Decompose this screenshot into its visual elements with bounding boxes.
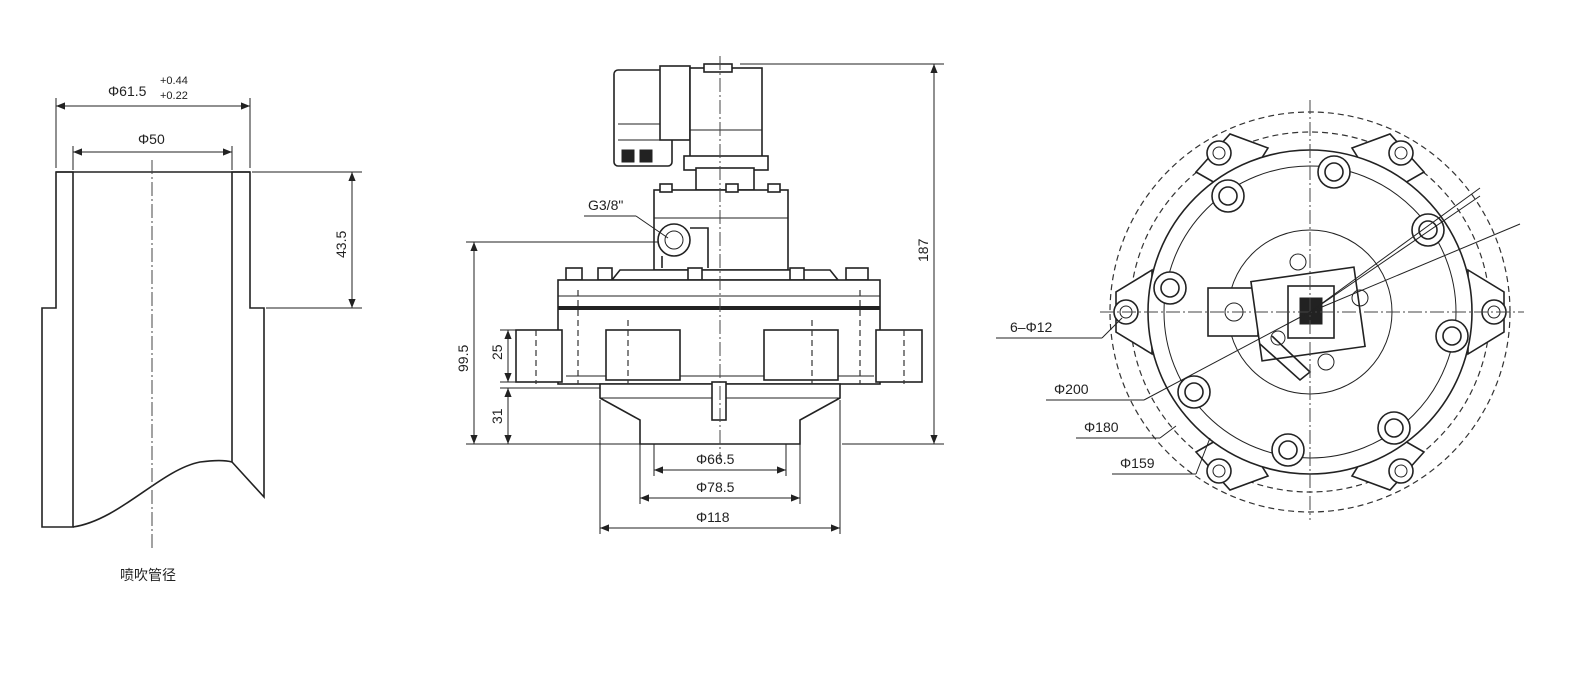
- mounting-lugs: [1115, 133, 1505, 491]
- valve-top-view: 6–Φ12 Φ200 Φ180 Φ159: [996, 100, 1524, 520]
- pipe-outer-dia-label: Φ61.5: [108, 83, 147, 99]
- cover-bolts: [1153, 155, 1469, 467]
- body-height-label: 99.5: [455, 345, 471, 372]
- pilot-port: [657, 223, 691, 257]
- pipe-break-line: [72, 459, 233, 528]
- pilot-head: [689, 67, 763, 159]
- pipe-left-wall: [41, 171, 74, 528]
- flange-height-label: 25: [489, 344, 505, 360]
- dia-c-label: Φ118: [696, 509, 730, 525]
- valve-front-view: G3/8" 187 99.5 25 31 Φ66.5 Φ78.5: [455, 56, 944, 534]
- pipe-inner-dia-label: Φ50: [138, 131, 165, 147]
- dia-outer-label: Φ200: [1054, 381, 1089, 397]
- port-thread-label: G3/8": [588, 197, 623, 213]
- pipe-tol-upper: +0.44: [160, 75, 188, 87]
- pipe-section-view: Φ61.5 +0.44 +0.22 Φ50 43.5 喷吹管径: [41, 75, 362, 583]
- pipe-depth-label: 43.5: [333, 231, 349, 258]
- total-height-label: 187: [915, 238, 931, 262]
- holes-label: 6–Φ12: [1010, 319, 1053, 335]
- pipe-right-wall: [231, 171, 265, 500]
- bottom-height-label: 31: [489, 408, 505, 424]
- pipe-caption: 喷吹管径: [120, 567, 176, 583]
- dia-inner-label: Φ159: [1120, 455, 1155, 471]
- flange-right: [875, 329, 923, 383]
- pipe-tol-lower: +0.22: [160, 90, 188, 102]
- dia-b-label: Φ78.5: [696, 479, 735, 495]
- dia-a-label: Φ66.5: [696, 451, 735, 467]
- flange-left: [515, 329, 563, 383]
- dia-mid-label: Φ180: [1084, 419, 1119, 435]
